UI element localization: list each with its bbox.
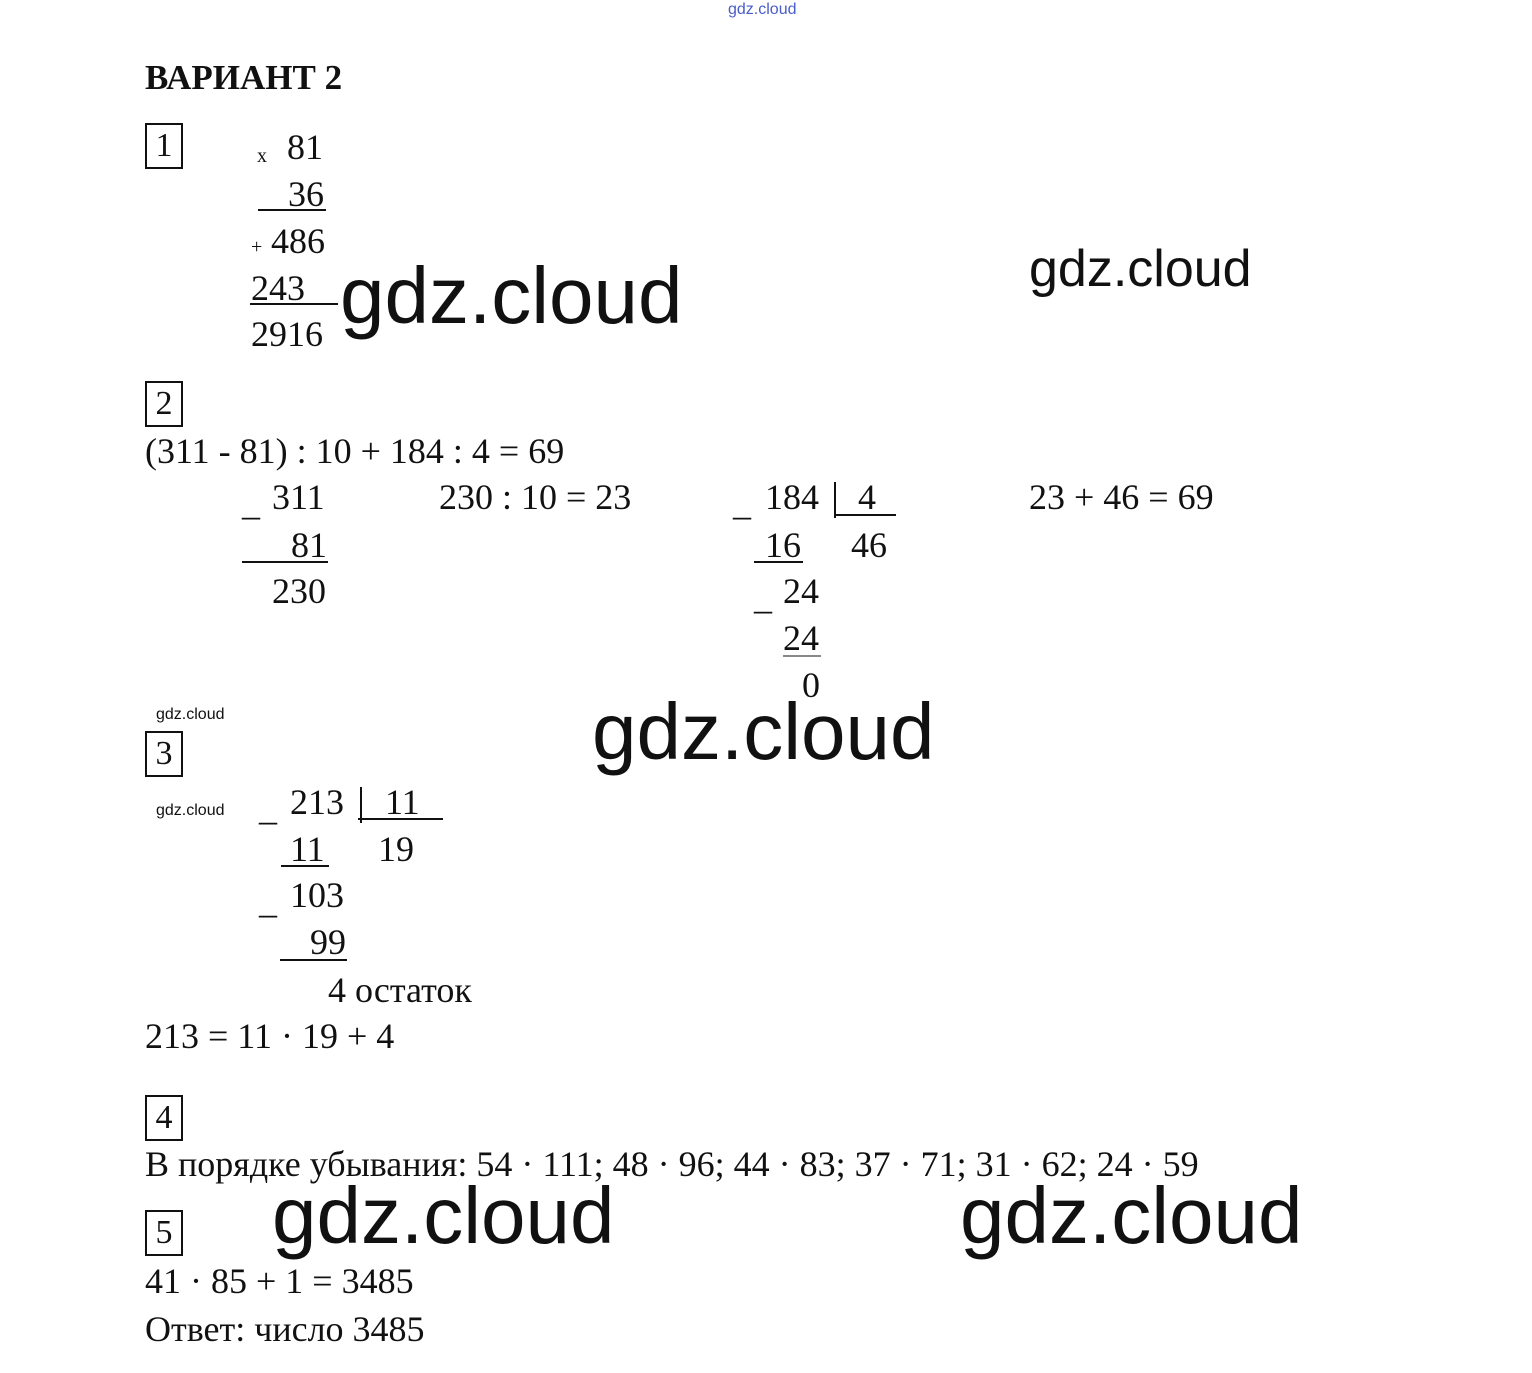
divisor: 11 [385,782,420,822]
rule [280,959,347,961]
task-number-4: 4 [145,1095,183,1141]
rule [242,561,328,563]
minus-sign: _ [754,577,772,617]
subtrahend: 81 [291,525,327,565]
task-number-3: 3 [145,731,183,777]
watermark: gdz.cloud [156,802,225,819]
task-number-5: 5 [145,1210,183,1256]
watermark-top: gdz.cloud [728,1,797,18]
subtract-2: 24 [783,618,819,658]
dividend: 213 [290,782,344,822]
rule [783,655,821,657]
plus-sign: + [251,236,263,258]
sum: 23 + 46 = 69 [1029,477,1214,517]
task-number-1: 1 [145,123,183,169]
product: 2916 [251,314,323,354]
division-bar [834,482,836,518]
remainder-1: 103 [290,875,344,915]
subtract-2: 99 [310,922,346,962]
remainder-1: 24 [783,571,819,611]
minus-sign: _ [242,483,260,523]
division-bar [360,787,362,823]
partial-1: 486 [271,221,325,261]
subtract-1: 16 [765,525,801,565]
check-equation: 213 = 11 · 19 + 4 [145,1016,395,1056]
calculation: 41 · 85 + 1 = 3485 [145,1261,414,1301]
rule [754,561,803,563]
partial-2: 243 [251,268,305,308]
rule [281,865,329,867]
minus-sign: _ [733,483,751,523]
quotient: 19 [378,829,414,869]
watermark: gdz.cloud [1029,240,1252,298]
watermark: gdz.cloud [960,1171,1303,1260]
expression: (311 - 81) : 10 + 184 : 4 = 69 [145,431,565,471]
minuend: 311 [272,477,325,517]
rule [358,818,443,820]
quotient: 46 [851,525,887,565]
multiply-sign: x [257,145,267,167]
difference: 230 [272,571,326,611]
rule [250,303,338,305]
page-title: ВАРИАНТ 2 [145,58,343,97]
dividend: 184 [765,477,819,517]
factor-b: 36 [288,174,324,214]
rule [834,514,896,516]
watermark: gdz.cloud [340,251,683,340]
task-number-2: 2 [145,381,183,427]
rule [258,209,326,211]
factor-a: 81 [287,127,323,167]
minus-sign: _ [259,788,277,828]
remainder: 4 остаток [328,970,472,1010]
division-by-10: 230 : 10 = 23 [439,477,632,517]
ordering-answer: В порядке убывания: 54 · 111; 48 · 96; 4… [145,1144,1199,1184]
subtract-1: 11 [290,829,325,869]
answer: Ответ: число 3485 [145,1309,425,1349]
divisor: 4 [858,477,876,517]
watermark: gdz.cloud [272,1171,615,1260]
minus-sign: _ [259,881,277,921]
watermark: gdz.cloud [156,706,225,723]
watermark: gdz.cloud [592,687,935,776]
remainder: 0 [802,665,820,705]
